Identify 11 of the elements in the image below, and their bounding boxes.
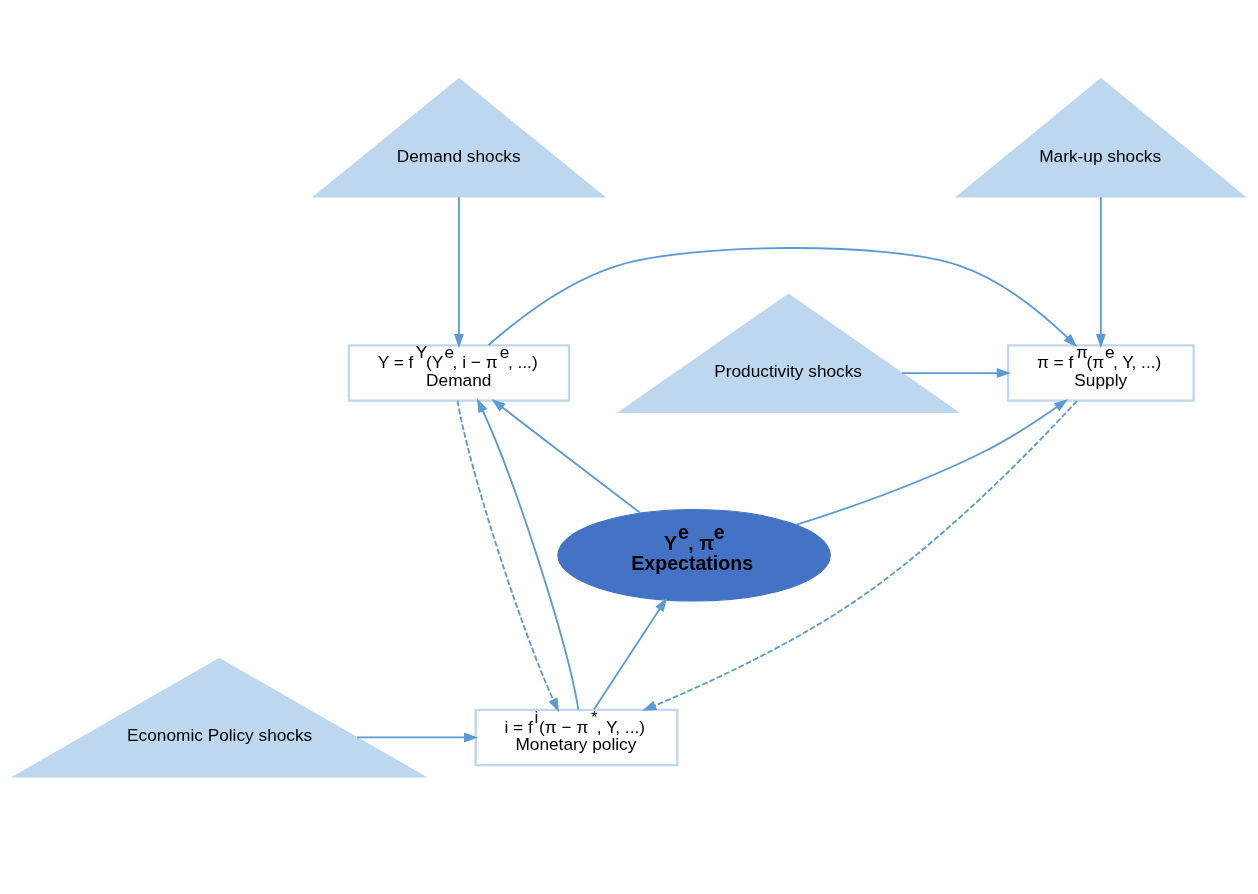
- arrow: [487, 246, 1078, 347]
- arrow: [1095, 195, 1106, 348]
- arrow: [642, 399, 1078, 711]
- arrow: [491, 398, 642, 514]
- arrow: [456, 399, 559, 712]
- arrow: [356, 732, 479, 742]
- arrow: [593, 597, 668, 710]
- arrow: [795, 398, 1068, 526]
- arrow: [901, 367, 1011, 378]
- arrow: [454, 195, 464, 348]
- arrow: [476, 397, 580, 711]
